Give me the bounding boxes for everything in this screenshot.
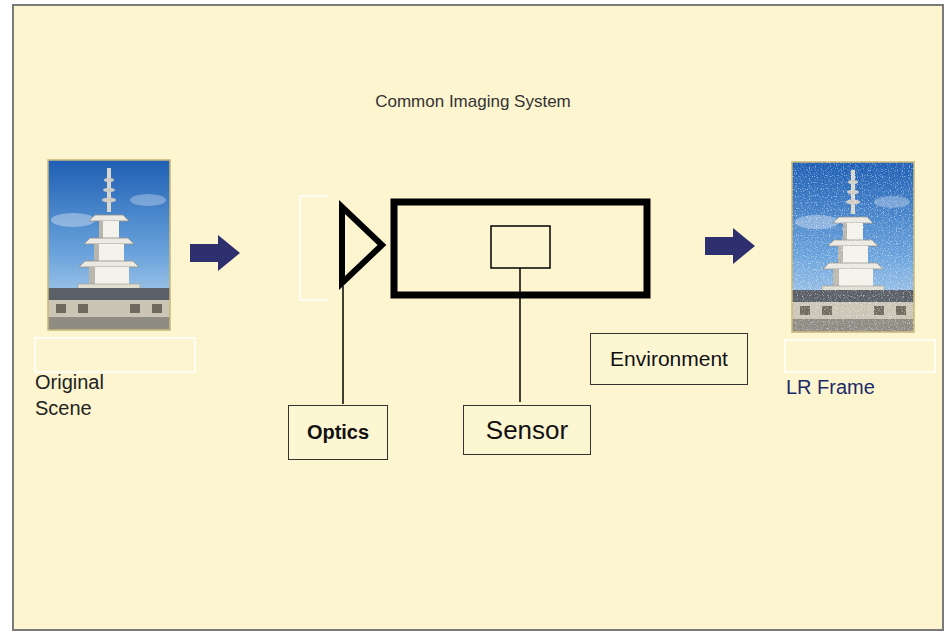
- label-frame: [35, 338, 195, 372]
- flow-arrow: [705, 228, 755, 264]
- node-text: Sensor: [486, 415, 568, 446]
- frame-label: LR Frame: [786, 375, 926, 399]
- lr-frame-picture: [792, 162, 914, 332]
- node-text: Optics: [307, 421, 369, 444]
- node-text: Environment: [610, 347, 728, 371]
- label-frame: [785, 340, 935, 372]
- lens-symbol: [342, 207, 382, 283]
- scene-picture: [48, 160, 170, 330]
- scene-label: Original Scene: [35, 369, 150, 421]
- part-label-box: Optics: [288, 405, 388, 460]
- optics-bracket: [300, 196, 328, 300]
- flow-arrow: [190, 235, 240, 271]
- sensor-symbol: [491, 226, 550, 268]
- part-label-box: Environment: [590, 333, 748, 385]
- part-label-box: Sensor: [463, 405, 591, 455]
- diagram-title: Common Imaging System: [0, 92, 946, 112]
- leader-line: [342, 286, 344, 404]
- leader-line: [519, 268, 521, 402]
